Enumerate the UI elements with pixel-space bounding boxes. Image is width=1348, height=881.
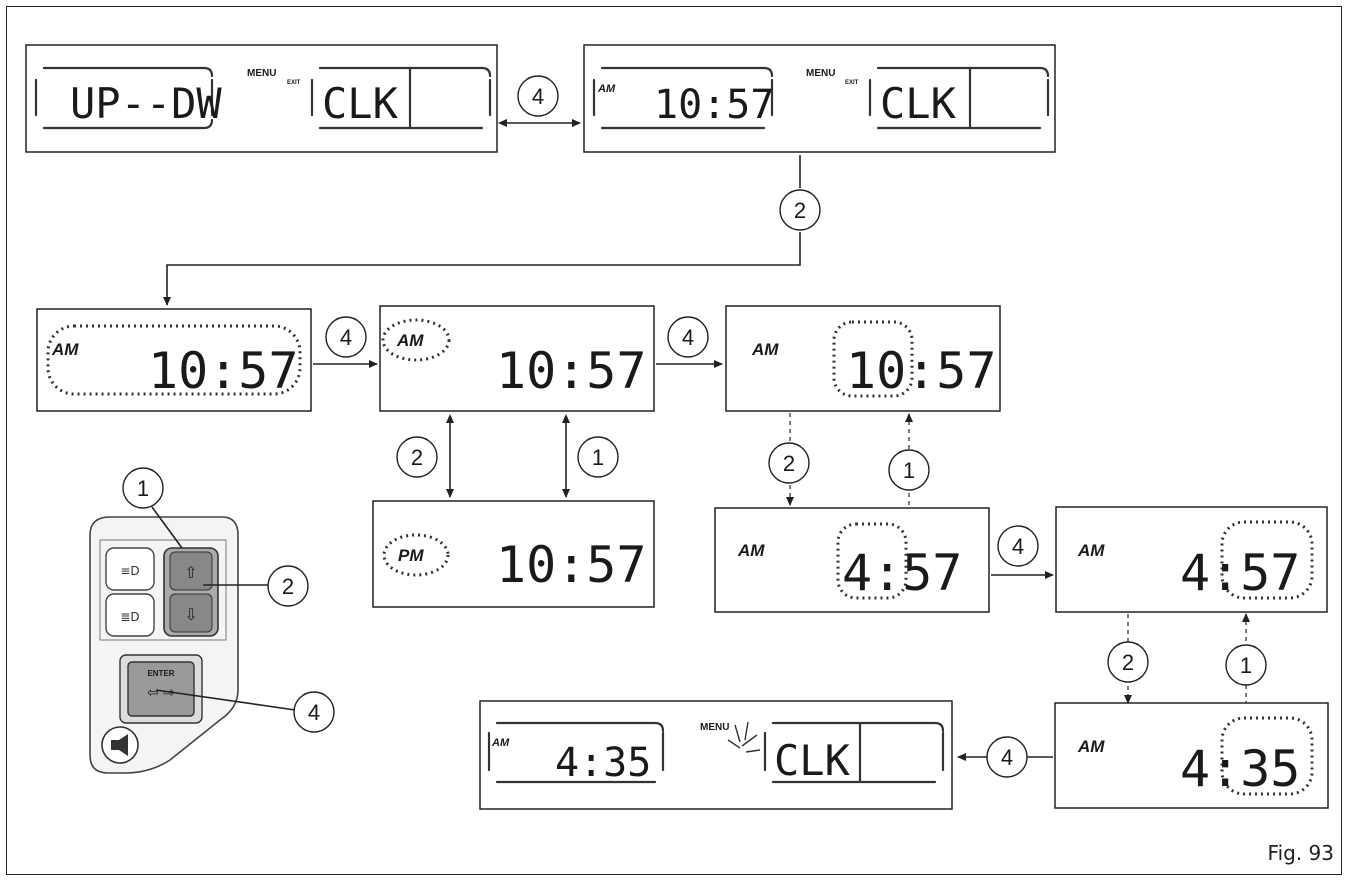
horn-icon: [111, 734, 128, 756]
svg-text:4: 4: [1012, 534, 1024, 559]
lcd-time: 4:35: [555, 740, 651, 786]
menu-label: MENU: [247, 68, 276, 79]
ampm-indicator: AM: [1077, 737, 1105, 756]
screen-am-clock: AM 10:57 MENU EXIT CLK: [583, 44, 1056, 153]
step-callout: 4: [517, 75, 559, 117]
ampm-indicator: AM: [396, 331, 424, 350]
svg-text:4: 4: [532, 84, 544, 109]
svg-text:4: 4: [1001, 745, 1013, 770]
enter-button: [127, 661, 195, 717]
high-beam-icon: ≡D: [120, 564, 139, 578]
lcd-time: 10:57: [148, 342, 299, 400]
lcd-clk-text: CLK: [880, 79, 957, 128]
ampm-indicator: AM: [751, 340, 779, 359]
lcd-mode-text: UP--DW: [70, 79, 222, 128]
lcd-time: 10:57: [496, 536, 647, 594]
lcd-clk-text: CLK: [322, 79, 399, 128]
arrow-to-edit: [163, 232, 801, 306]
arrow-down-icon: ⇩: [184, 605, 197, 624]
exit-label: EXIT: [845, 80, 859, 86]
svg-text:2: 2: [1122, 650, 1134, 675]
left-right-arrows-icon: ⇦ ⇨: [147, 685, 175, 701]
ampm-indicator: AM: [737, 541, 765, 560]
screen-up-dw: UP--DW MENU EXIT CLK: [25, 44, 498, 153]
svg-text:1: 1: [903, 458, 915, 483]
low-beam-icon: ≣D: [120, 610, 139, 624]
svg-text:2: 2: [411, 445, 423, 470]
ampm-indicator: AM: [1077, 541, 1105, 560]
step-callout: 4: [325, 316, 367, 358]
figure-frame: [6, 6, 1342, 875]
lcd-time: 4:57: [1180, 544, 1300, 602]
step-callout: 1: [122, 467, 164, 509]
lcd-time: 10:57: [496, 342, 647, 400]
menu-label: MENU: [806, 68, 835, 79]
screen-hours-4: AM 4:57: [714, 507, 990, 613]
leader-line: [155, 689, 296, 711]
ampm-indicator: AM: [597, 83, 616, 95]
svg-text:1: 1: [592, 445, 604, 470]
lcd-time: 4:35: [1180, 740, 1300, 798]
arrow-up-icon: ⇧: [184, 563, 197, 582]
step-callout: 2: [396, 436, 438, 478]
svg-text:ENTER: ENTER: [147, 669, 174, 678]
step-callout: 4: [997, 525, 1039, 567]
step-callout: 2: [267, 565, 309, 607]
step-callout: 2: [768, 442, 810, 484]
step-callout: 4: [293, 691, 335, 733]
step-callout: 1: [888, 449, 930, 491]
blink-rays-icon: [727, 721, 761, 753]
step-callout: 1: [577, 436, 619, 478]
handlebar-switch-illustration: ≡D ≣D ⇧ ⇩ ENTER ⇦ ⇨: [89, 516, 239, 774]
low-beam-button: [105, 593, 155, 637]
svg-text:2: 2: [783, 451, 795, 476]
lcd-clk-text: CLK: [774, 736, 851, 785]
figure-label: Fig. 93: [1268, 841, 1334, 865]
screen-edit-pm: PM 10:57: [372, 500, 655, 608]
step-callout: 2: [779, 189, 821, 231]
up-button: [169, 551, 213, 591]
lcd-time: 10:57: [654, 82, 774, 128]
screen-edit-all: AM 10:57: [36, 308, 312, 412]
svg-text:1: 1: [137, 476, 149, 501]
step-callout: 4: [986, 736, 1028, 778]
lcd-time: 10:57: [846, 342, 997, 400]
step-callout: 2: [1107, 641, 1149, 683]
screen-edit-hours: AM 10:57: [725, 305, 1001, 412]
step-callout: 4: [667, 316, 709, 358]
lcd-time: 4:57: [842, 544, 962, 602]
screen-minutes-35: AM 4:35: [1054, 702, 1329, 809]
ampm-indicator: PM: [398, 546, 424, 565]
screen-minutes-57: AM 4:57: [1055, 506, 1328, 613]
svg-text:1: 1: [1240, 653, 1252, 678]
svg-text:4: 4: [340, 325, 352, 350]
down-button: [169, 593, 213, 633]
screen-edit-ampm: AM 10:57: [379, 305, 655, 412]
screen-final: AM 4:35 MENU CLK: [479, 700, 953, 810]
svg-text:2: 2: [794, 198, 806, 223]
svg-text:4: 4: [682, 325, 694, 350]
svg-text:2: 2: [282, 574, 294, 599]
ampm-indicator: AM: [491, 737, 510, 749]
high-beam-button: [105, 547, 155, 591]
menu-label: MENU: [700, 722, 729, 733]
exit-label: EXIT: [287, 80, 301, 86]
step-callout: 1: [1225, 644, 1267, 686]
leader-line: [151, 506, 183, 549]
svg-text:4: 4: [308, 700, 320, 725]
ampm-indicator: AM: [51, 340, 79, 359]
